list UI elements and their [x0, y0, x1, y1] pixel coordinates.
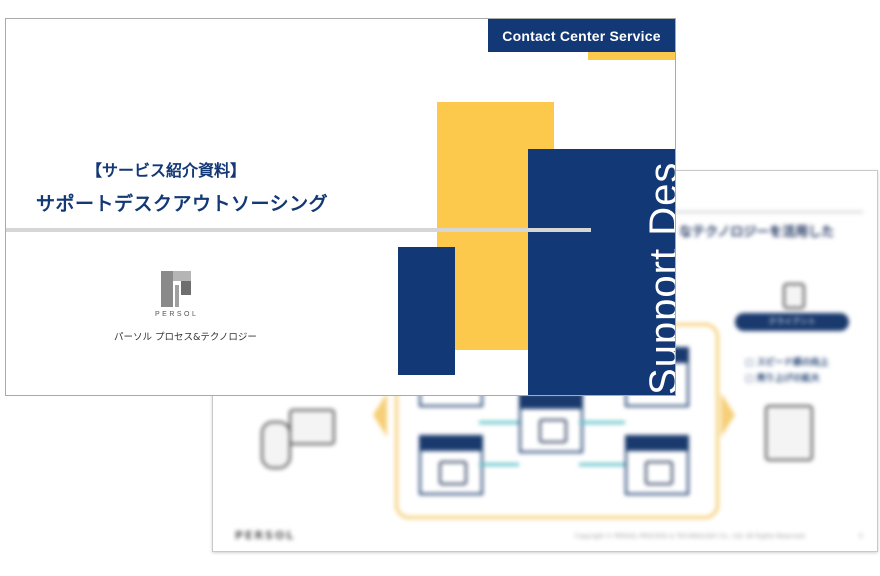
company-name: パーソル プロセス&テクノロジー	[114, 332, 257, 343]
contact-tab-accent	[588, 52, 675, 60]
flow-box	[519, 393, 583, 453]
monitor-icon	[539, 419, 567, 443]
client-illustration-icon	[765, 405, 813, 461]
robot-icon	[439, 461, 467, 485]
connector-line	[579, 463, 625, 466]
flow-box	[625, 435, 689, 495]
page-title: サポートデスクアウトソーシング	[36, 193, 329, 215]
connector-line	[479, 421, 519, 424]
operator-illustration-icon	[289, 409, 335, 445]
client-pill: クライアント	[735, 313, 849, 331]
flow-box	[419, 435, 483, 495]
benefit-bullet: □ 売り上げの拡大	[745, 374, 820, 384]
connector-line	[479, 463, 519, 466]
document-type-title: 【サービス紹介資料】	[86, 161, 247, 180]
navy-block-large	[528, 149, 675, 395]
back-slide-heading: なテクノロジーを活用した	[679, 225, 835, 240]
arrow-left-icon	[373, 393, 387, 437]
arrow-right-icon	[721, 393, 735, 437]
page-number: 5	[859, 533, 863, 540]
persol-wordmark: PERSOL	[155, 311, 199, 318]
connector-line	[579, 421, 625, 424]
back-persol-logo: PERSOL	[235, 529, 296, 542]
navy-block-small	[398, 247, 455, 375]
contact-center-label: Contact Center Service	[502, 27, 661, 44]
back-slide-divider	[673, 211, 863, 213]
voice-wave-icon	[645, 461, 673, 485]
building-icon	[783, 283, 805, 309]
contact-center-tab: Contact Center Service	[488, 19, 675, 52]
operator-figure-icon	[261, 421, 291, 469]
vertical-title: Support Des	[642, 161, 676, 395]
flow-box-header	[421, 437, 481, 451]
persol-logo-icon	[161, 271, 191, 307]
flow-box-header	[521, 395, 581, 409]
benefit-bullet: □ スピード感の向上	[745, 358, 829, 368]
copyright-text: Copyright © PERSOL PROCESS & TECHNOLOGY …	[575, 533, 807, 540]
title-divider	[6, 228, 591, 232]
front-slide: Contact Center Service 【サービス紹介資料】 サポートデス…	[5, 18, 676, 396]
flow-box-header	[627, 437, 687, 451]
